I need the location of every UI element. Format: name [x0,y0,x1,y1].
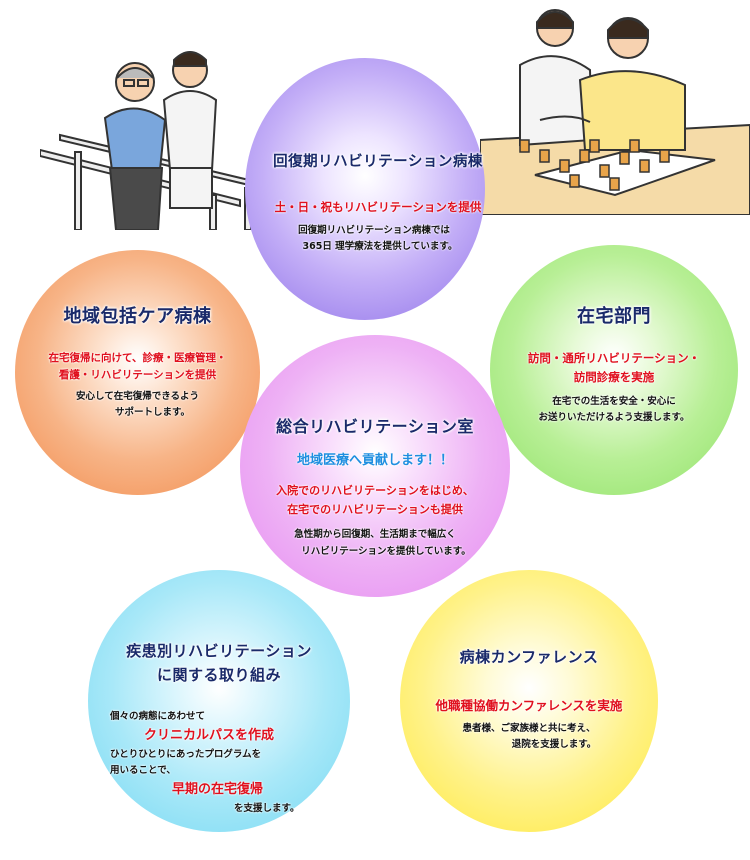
conference-circle [400,570,658,832]
kaifuku-ward-highlight: 土・日・祝もリハビリテーションを提供 [274,200,482,214]
shikkan-rehab-body-1: 個々の病態にあわせて [110,711,206,722]
shikkan-rehab-title-2: に関する取り組み [156,666,281,684]
sogo-rehab-content: 総合リハビリテーション室 地域医療へ貢献します！！ 入院でのリハビリテーションを… [225,413,525,557]
kaifuku-ward-body-1: 回復期リハビリテーション病棟では [298,225,450,236]
zaitaku-dept-title: 在宅部門 [577,306,651,327]
sogo-rehab-body-1: 急性期から回復期、生活期まで幅広く [294,529,456,540]
sogo-rehab-highlight-2: 在宅でのリハビリテーションも提供 [287,503,463,516]
sogo-rehab-body-2: リハビリテーションを提供しています。 [301,546,471,557]
zaitaku-dept-highlight-2: 訪問診療を実施 [573,370,655,384]
chiiki-ward-circle [15,250,260,495]
chiiki-ward-highlight-2: 看護・リハビリテーションを提供 [58,369,217,381]
shikkan-rehab-content: 疾患別リハビリテーション に関する取り組み [88,640,350,685]
kaifuku-ward-content: 回復期リハビリテーション病棟 土・日・祝もリハビリテーションを提供 回復期リハビ… [230,150,500,252]
sogo-rehab-highlight-1: 入院でのリハビリテーションをはじめ、 [276,484,474,497]
zaitaku-dept-content: 在宅部門 訪問・通所リハビリテーション・ 訪問診療を実施 在宅での生活を安全・安… [485,302,743,423]
conference-body-1: 患者様、ご家族様と共に考え、 [462,723,596,734]
conference-title: 病棟カンファレンス [459,648,599,666]
kaifuku-ward-body-2: 365日 理学療法を提供しています。 [302,241,458,252]
zaitaku-dept-body-2: お送りいただけるよう支援します。 [538,412,690,423]
kaifuku-ward-title: 回復期リハビリテーション病棟 [273,154,483,170]
shikkan-rehab-body-4: を支援します。 [234,803,300,814]
shikkan-rehab-circle [88,570,350,832]
zaitaku-dept-highlight-1: 訪問・通所リハビリテーション・ [527,351,701,365]
shikkan-rehab-highlight-2: 早期の在宅復帰 [172,782,264,797]
chiiki-ward-content: 地域包括ケア病棟 在宅復帰に向けて、診療・医療管理・ 看護・リハビリテーションを… [10,302,265,418]
hand-rehab-illustration [480,9,750,215]
walking-rehab-illustration [40,51,271,230]
sogo-rehab-title: 総合リハビリテーション室 [276,417,474,436]
chiiki-ward-body-2: サポートします。 [114,407,191,418]
zaitaku-dept-body-1: 在宅での生活を安全・安心に [552,396,676,407]
chiiki-ward-highlight-1: 在宅復帰に向けて、診療・医療管理・ [48,352,227,364]
sogo-rehab-slogan: 地域医療へ貢献します！！ [296,453,453,468]
conference-body-2: 退院を支援します。 [511,739,597,750]
chiiki-ward-body-1: 安心して在宅復帰できるよう [75,391,200,402]
chiiki-ward-title: 地域包括ケア病棟 [63,306,212,327]
shikkan-rehab-highlight-1: クリニカルパスを作成 [144,728,275,743]
conference-highlight: 他職種協働カンファレンスを実施 [435,698,623,713]
kaifuku-ward-circle [245,58,485,320]
conference-content: 病棟カンファレンス 他職種協働カンファレンスを実施 患者様、ご家族様と共に考え、… [395,646,663,750]
shikkan-rehab-details: 個々の病態にあわせて クリニカルパスを作成 ひとりひとりにあったプログラムを 用… [110,708,330,814]
shikkan-rehab-body-3: 用いることで、 [110,765,176,776]
zaitaku-dept-circle [490,245,738,495]
sogo-rehab-circle [240,335,510,597]
shikkan-rehab-title-1: 疾患別リハビリテーション [126,642,312,660]
shikkan-rehab-body-2: ひとりひとりにあったプログラムを [110,749,262,760]
